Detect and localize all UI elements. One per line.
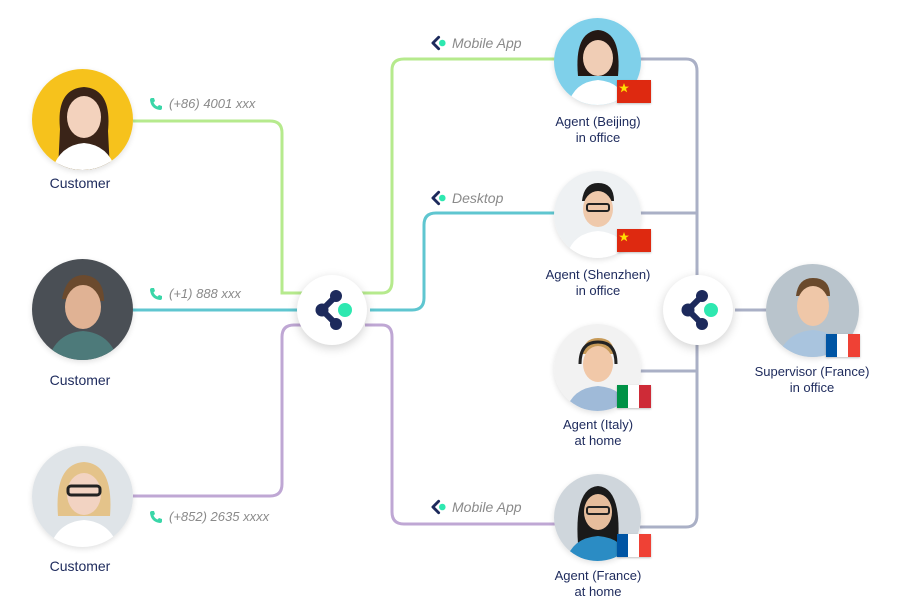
line-hub-to-beijing	[360, 57, 555, 295]
flag-france	[826, 334, 860, 357]
supervisor-hub	[663, 275, 733, 345]
agent-name: Agent (Beijing)	[555, 114, 641, 129]
agent-location: in office	[575, 283, 621, 298]
agent-name: Agent (Shenzhen)	[545, 267, 651, 282]
phone-label-1: (+86) 4001 xxx	[149, 96, 255, 111]
channel-text: Mobile App	[452, 499, 522, 515]
agent-location: at home	[574, 433, 622, 448]
app-logo-icon	[431, 190, 446, 206]
customer-avatar-2	[32, 259, 133, 360]
phone-number: (+86) 4001 xxx	[169, 96, 256, 111]
agent-label-france: Agent (France) at home	[508, 568, 688, 600]
channel-label-beijing: Mobile App	[428, 34, 522, 52]
agent-name: Agent (Italy)	[562, 417, 634, 432]
supervisor-name: Supervisor (France)	[754, 364, 870, 379]
flag-china	[617, 229, 651, 252]
line-customer3-to-hub	[133, 323, 305, 498]
customer-label-1: Customer	[49, 175, 111, 191]
agent-location: in office	[575, 130, 621, 145]
channel-text: Mobile App	[452, 35, 522, 51]
customer-avatar-3	[32, 446, 133, 547]
phone-number: (+1) 888 xxx	[169, 286, 241, 301]
phone-number: (+852) 2635 xxxx	[169, 509, 270, 524]
line-hub-to-shenzhen	[370, 211, 555, 312]
flag-china	[617, 80, 651, 103]
customer-avatar-1	[32, 69, 133, 170]
line-customer1-to-hub	[133, 119, 310, 295]
channel-text: Desktop	[452, 190, 504, 206]
routing-hub	[297, 275, 367, 345]
app-logo-icon	[431, 499, 446, 515]
phone-icon	[150, 510, 162, 523]
agent-location: at home	[574, 584, 622, 599]
phone-label-2: (+1) 888 xxx	[149, 286, 241, 301]
supervisor-avatar	[766, 264, 859, 357]
channel-label-shenzhen: Desktop	[428, 189, 503, 207]
supervisor-label: Supervisor (France) in office	[722, 364, 900, 396]
flag-france	[617, 534, 651, 557]
app-logo-icon	[431, 35, 446, 51]
customer-label-3: Customer	[49, 558, 111, 574]
agent-name: Agent (France)	[554, 568, 642, 583]
agent-label-italy: Agent (Italy) at home	[508, 417, 688, 449]
phone-label-3: (+852) 2635 xxxx	[149, 509, 269, 524]
agent-label-shenzhen: Agent (Shenzhen) in office	[508, 267, 688, 299]
channel-label-france: Mobile App	[428, 498, 522, 516]
agent-avatar-shenzhen	[554, 171, 641, 258]
phone-icon	[150, 97, 162, 110]
line-hub-to-france	[365, 323, 555, 526]
hub-logo-icon	[315, 290, 352, 330]
hub-logo-icon	[681, 290, 718, 330]
phone-icon	[150, 287, 162, 300]
customer-label-2: Customer	[49, 372, 111, 388]
supervisor-location: in office	[789, 380, 835, 395]
flag-italy	[617, 385, 651, 408]
agent-label-beijing: Agent (Beijing) in office	[508, 114, 688, 146]
